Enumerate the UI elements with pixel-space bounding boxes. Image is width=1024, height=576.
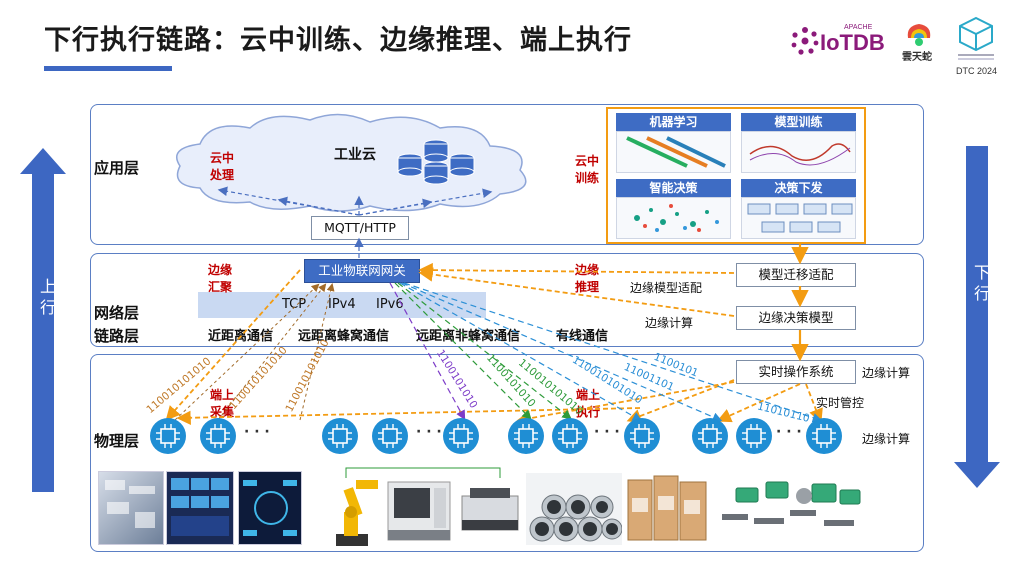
database-icon	[397, 139, 475, 185]
protocol-ipv4: IPv4	[328, 297, 356, 312]
agv-robot-image	[456, 480, 524, 540]
ml-panel-machine-learning: 机器学习	[616, 113, 731, 173]
edge-decision-box: 边缘决策模型	[736, 306, 856, 330]
downlink-arrow: 下 行	[954, 146, 1000, 488]
layer-label-network: 网络层	[94, 304, 140, 322]
dtc-logo: DTC 2024	[950, 16, 1002, 76]
protocol-tcp: TCP	[282, 297, 307, 312]
cloud-label: 工业云	[334, 147, 376, 163]
layer-label-link: 链路层	[94, 327, 140, 345]
ellipsis: · · ·	[594, 424, 620, 440]
iot-gateway-box: 工业物联网网关	[304, 259, 420, 283]
iotdb-icon	[791, 27, 819, 55]
edge-compute-note: 边缘计算	[645, 316, 694, 330]
dtc-cube-icon	[959, 16, 993, 52]
cloud-training-panel: 机器学习 模型训练 智能决策 决策下发	[606, 107, 866, 244]
robot-arm-image	[322, 476, 382, 548]
dashboard-image	[98, 471, 164, 545]
iot-device-chip-icon	[443, 418, 479, 454]
uplink-arrow: 上 行	[20, 148, 66, 492]
iot-device-chip-icon	[806, 418, 842, 454]
edge-inference-note: 边缘 推理	[575, 263, 600, 294]
steel-pipes-image	[526, 473, 623, 545]
layer-label-physical: 物理层	[94, 432, 140, 450]
title-underline	[44, 66, 172, 71]
cnc-machine-image	[384, 476, 454, 546]
iot-device-chip-icon	[624, 418, 660, 454]
iot-device-chip-icon	[322, 418, 358, 454]
monitoring-screen-image	[166, 471, 234, 545]
material-drums-image	[624, 472, 710, 546]
protocol-ipv6: IPv6	[376, 297, 404, 312]
comm-cellular: 远距离蜂窝通信	[298, 329, 390, 344]
edge-model-adapt-note: 边缘模型适配	[630, 281, 703, 295]
comm-wired: 有线通信	[556, 329, 609, 344]
iot-device-chip-icon	[692, 418, 728, 454]
page-title: 下行执行链路：云中训练、边缘推理、端上执行	[44, 25, 632, 56]
right-edge-compute-2: 边缘计算	[862, 432, 911, 446]
layer-label-application: 应用层	[94, 159, 140, 177]
ml-panel-intelligent-decision: 智能决策	[616, 179, 731, 239]
iot-device-chip-icon	[372, 418, 408, 454]
ellipsis: · · ·	[244, 424, 270, 440]
tianlun-icon	[907, 24, 931, 46]
ml-visual	[616, 131, 731, 173]
training-visual	[741, 131, 856, 173]
iot-device-chip-icon	[552, 418, 588, 454]
iotdb-logo: APACHE IoTDB	[790, 24, 890, 60]
edge-aggregation-note: 边缘 汇聚	[208, 263, 233, 294]
iot-device-chip-icon	[736, 418, 772, 454]
ellipsis: · · ·	[416, 424, 442, 440]
rtos-box: 实时操作系统	[736, 360, 856, 384]
iot-device-chip-icon	[508, 418, 544, 454]
comm-non-cellular: 远距离非蜂窝通信	[416, 329, 521, 344]
dtc-subtitle-lines	[958, 54, 994, 62]
ml-panel-decision-dispatch: 决策下发	[741, 179, 856, 239]
tianlun-logo: 雲天蛇	[902, 20, 942, 64]
right-edge-compute-1: 边缘计算	[862, 366, 911, 380]
iot-device-chip-icon	[200, 418, 236, 454]
device-collect-note: 端上 采集	[210, 388, 235, 419]
industrial-cloud	[176, 113, 527, 212]
realtime-control-note: 实时管控	[816, 396, 865, 410]
ml-panel-model-training: 模型训练	[741, 113, 856, 173]
ellipsis: · · ·	[776, 424, 802, 440]
cloud-processing-note: 云中 处理	[210, 151, 235, 182]
iot-device-chip-icon	[150, 418, 186, 454]
decision-visual	[616, 197, 731, 239]
control-ui-image	[238, 471, 302, 545]
dispatch-visual	[741, 197, 856, 239]
cloud-training-note: 云中 训练	[575, 154, 600, 185]
mqtt-http-box: MQTT/HTTP	[311, 216, 409, 240]
sensors-image	[716, 474, 876, 544]
